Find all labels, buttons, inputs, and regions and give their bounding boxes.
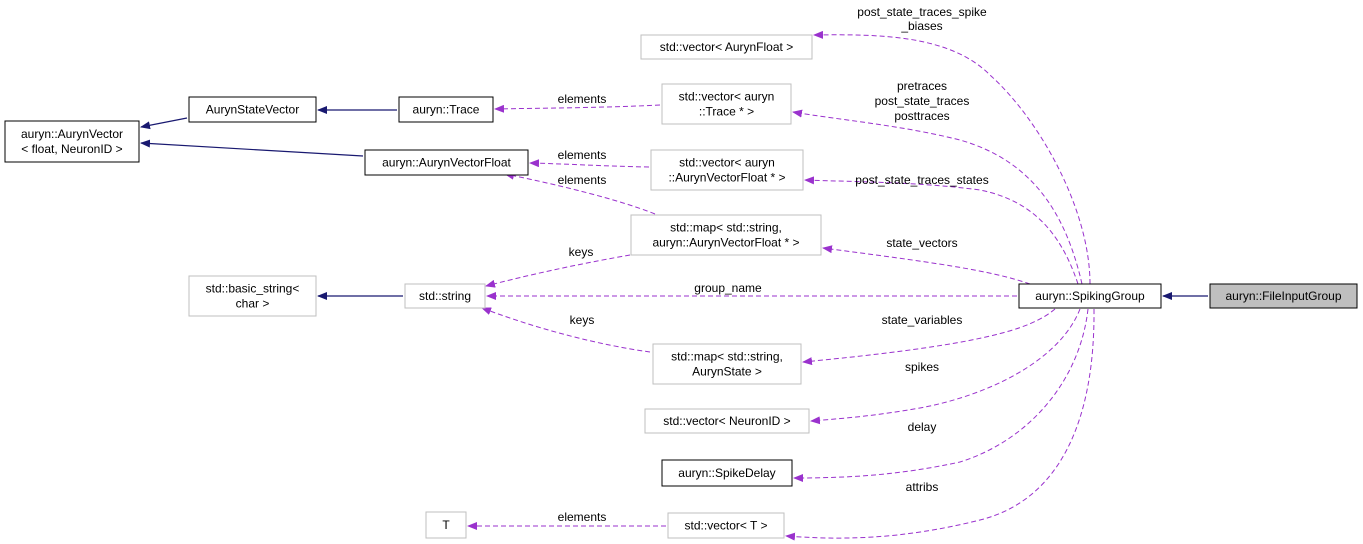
node-label: ::Trace * > — [699, 105, 754, 119]
edge-label: post_state_traces_states — [855, 173, 988, 187]
node-box — [640, 34, 813, 60]
edge-vector-t-to-spikinggroup — [785, 308, 1095, 541]
nodes-layer: auryn::FileInputGroup auryn::SpikingGroup… — [4, 34, 1358, 539]
node-box — [661, 83, 792, 125]
edge-string-to-map-vectorfloat — [485, 254, 631, 288]
edge-label: posttraces — [894, 109, 949, 123]
edge-vector-trace-to-spikinggroup — [792, 109, 1083, 285]
node-aurynvectorfloat[interactable]: auryn::AurynVectorFloat — [364, 149, 529, 176]
node-box — [364, 149, 529, 176]
node-label: std::string — [419, 289, 471, 303]
edge-label: elements — [558, 510, 607, 524]
edge-trace-to-vector-trace — [494, 104, 661, 113]
node-vector-neuronid[interactable]: std::vector< NeuronID > — [644, 408, 810, 434]
node-box — [644, 408, 810, 434]
node-spikinggroup[interactable]: auryn::SpikingGroup — [1018, 283, 1162, 309]
node-label: std::vector< T > — [685, 519, 768, 533]
node-box — [652, 343, 802, 385]
edge-label: spikes — [905, 360, 939, 374]
edge-aurynvectorfloat-to-vector-aurynvectorfloat — [529, 159, 650, 168]
edge-vector-aurynvectorfloat-to-spikinggroup — [804, 176, 1079, 285]
edge-label: delay — [908, 420, 937, 434]
edge-vector-neuronid-to-spikinggroup — [810, 308, 1081, 425]
node-box — [1209, 283, 1358, 309]
node-vector-t[interactable]: std::vector< T > — [667, 512, 785, 539]
node-vector-trace[interactable]: std::vector< auryn::Trace * > — [661, 83, 792, 125]
node-box — [398, 96, 494, 123]
edge-string-to-map-state — [481, 307, 651, 353]
edge-label: pretraces — [897, 79, 947, 93]
node-label: std::vector< auryn — [679, 90, 775, 104]
node-box — [1018, 283, 1162, 309]
edge-map-string-vectorfloat-to-spikinggroup — [822, 245, 1031, 285]
node-aurynvector[interactable]: auryn::AurynVector< float, NeuronID > — [4, 120, 140, 163]
node-label: std::vector< auryn — [679, 156, 775, 170]
node-label: auryn::FileInputGroup — [1225, 289, 1341, 303]
node-label: auryn::SpikeDelay — [678, 466, 775, 480]
edge-label: keys — [570, 313, 595, 327]
node-box — [661, 459, 793, 487]
node-box — [425, 511, 467, 539]
edge-label: post_state_traces — [875, 94, 970, 108]
node-map-string-state[interactable]: std::map< std::string,AurynState > — [652, 343, 802, 385]
edges-layer — [140, 30, 1208, 541]
node-t[interactable]: T — [425, 511, 467, 539]
node-vector-aurynfloat[interactable]: std::vector< AurynFloat > — [640, 34, 813, 60]
edge-label: attribs — [906, 480, 939, 494]
edge-aurynvector-to-aurynvectorfloat — [140, 139, 364, 157]
node-basic-string[interactable]: std::basic_string<char > — [188, 275, 317, 317]
edge-label: elements — [558, 148, 607, 162]
edge-label: state_variables — [882, 313, 963, 327]
node-box — [188, 275, 317, 317]
node-label: auryn::AurynVectorFloat — [382, 156, 511, 170]
edge-map-string-state-to-spikinggroup — [802, 308, 1056, 366]
node-label: < float, NeuronID > — [21, 142, 122, 156]
node-box — [404, 283, 486, 309]
edge-label: state_vectors — [886, 236, 957, 250]
edge-label: elements — [558, 92, 607, 106]
edge-spikedelay-to-spikinggroup — [793, 308, 1089, 482]
node-label: AurynStateVector — [206, 103, 299, 117]
node-box — [667, 512, 785, 539]
node-label: std::map< std::string, — [670, 221, 782, 235]
node-label: auryn::AurynVectorFloat * > — [652, 236, 799, 250]
node-spikedelay[interactable]: auryn::SpikeDelay — [661, 459, 793, 487]
node-label: std::vector< NeuronID > — [663, 414, 790, 428]
node-label: std::vector< AurynFloat > — [660, 40, 793, 54]
node-label: std::basic_string< — [206, 282, 300, 296]
node-label: auryn::Trace — [413, 103, 480, 117]
node-string[interactable]: std::string — [404, 283, 486, 309]
node-box — [650, 149, 804, 191]
node-trace[interactable]: auryn::Trace — [398, 96, 494, 123]
node-label: auryn::SpikingGroup — [1035, 289, 1145, 303]
edge-aurynvector-to-aurynstatevector — [140, 117, 188, 130]
edge-label: post_state_traces_spike — [857, 5, 987, 19]
node-label: char > — [236, 297, 270, 311]
node-map-string-vectorfloat[interactable]: std::map< std::string,auryn::AurynVector… — [630, 214, 822, 256]
node-vector-aurynvectorfloat[interactable]: std::vector< auryn::AurynVectorFloat * > — [650, 149, 804, 191]
edge-vector-aurynfloat-to-spikinggroup — [813, 30, 1091, 285]
node-fileinputgroup: auryn::FileInputGroup — [1209, 283, 1358, 309]
edge-label: keys — [569, 245, 594, 259]
node-box — [188, 96, 317, 123]
edge-label: group_name — [694, 281, 762, 295]
node-box — [4, 120, 140, 163]
edge-label: elements — [558, 173, 607, 187]
edge-label: _biases — [900, 19, 942, 33]
node-aurynstatevector[interactable]: AurynStateVector — [188, 96, 317, 123]
node-label: auryn::AurynVector — [21, 127, 123, 141]
edge-labels-layer: post_state_traces_spike_biasespretracesp… — [558, 5, 989, 524]
node-label: ::AurynVectorFloat * > — [668, 171, 785, 185]
node-label: T — [442, 518, 450, 532]
node-label: std::map< std::string, — [671, 350, 783, 364]
node-label: AurynState > — [692, 365, 762, 379]
node-box — [630, 214, 822, 256]
